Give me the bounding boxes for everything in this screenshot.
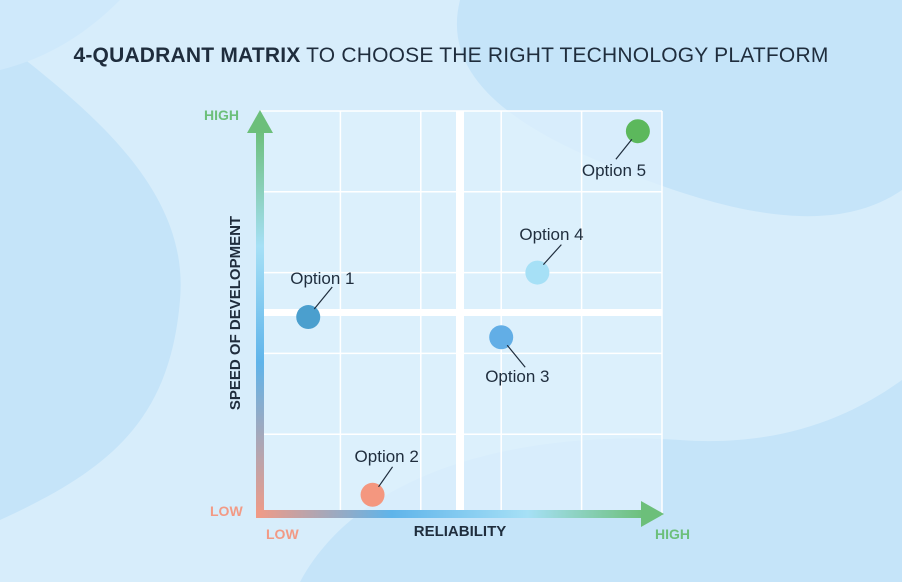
page-title: 4-QUADRANT MATRIX TO CHOOSE THE RIGHT TE… (0, 44, 902, 68)
data-point-1 (296, 305, 321, 330)
point-leader-line (313, 286, 333, 310)
y-high-label: HIGH (204, 107, 239, 123)
x-high-label: HIGH (655, 526, 690, 542)
point-leader-line (506, 344, 526, 368)
point-label-2: Option 2 (354, 446, 419, 466)
title-bold: 4-QUADRANT MATRIX (73, 44, 301, 67)
horizontal-divider (260, 309, 662, 316)
point-leader-line (378, 466, 394, 488)
y-axis-arrow (247, 110, 273, 133)
y-low-label: LOW (210, 503, 243, 519)
point-label-5: Option 5 (581, 161, 647, 181)
point-label-3: Option 3 (485, 367, 550, 387)
x-axis-bar (256, 510, 644, 518)
point-label-1: Option 1 (290, 269, 355, 289)
data-point-5 (625, 119, 650, 144)
data-point-4 (525, 260, 550, 285)
point-leader-line (542, 244, 562, 266)
data-point-2 (360, 482, 385, 507)
point-label-4: Option 4 (519, 224, 584, 244)
title-rest: TO CHOOSE THE RIGHT TECHNOLOGY PLATFORM (300, 44, 829, 67)
data-points (296, 119, 650, 507)
x-low-label: LOW (266, 526, 299, 542)
y-axis-bar (256, 130, 264, 518)
point-leader-line (615, 138, 633, 160)
x-axis-arrow (641, 501, 664, 527)
x-axis-title: RELIABILITY (413, 523, 507, 540)
y-axis-title: SPEED OF DEVELOPMENT (227, 215, 244, 411)
data-point-3 (489, 325, 514, 350)
